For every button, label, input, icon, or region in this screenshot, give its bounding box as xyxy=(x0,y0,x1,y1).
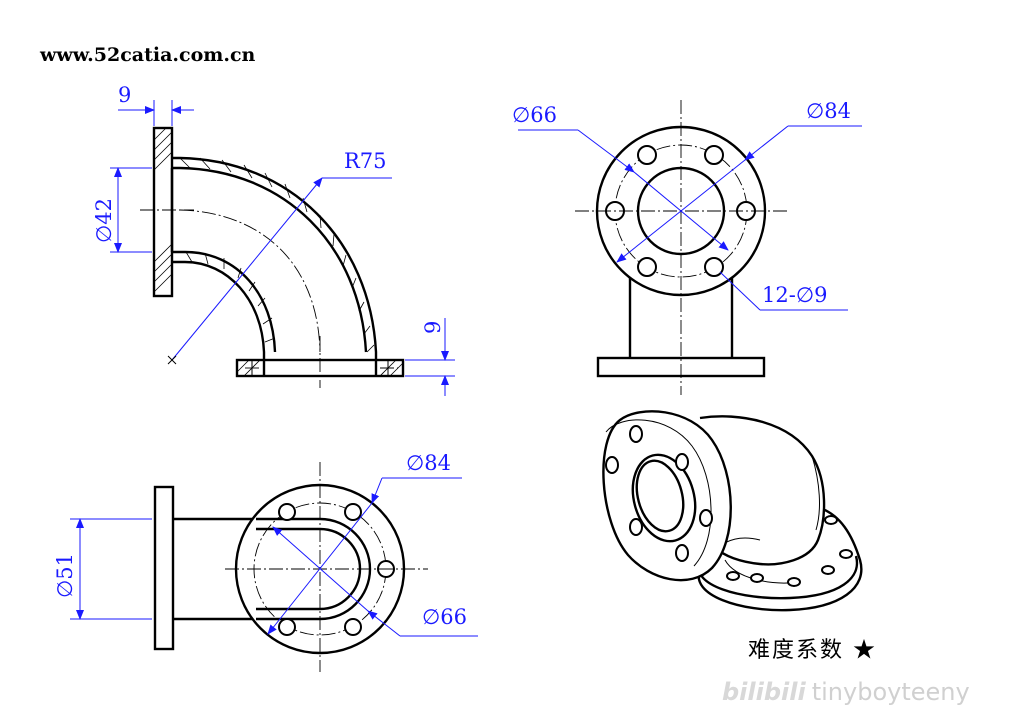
front-elbow-outer xyxy=(172,156,378,360)
front-elbow-inner xyxy=(172,260,266,360)
site-label: www.52catia.com.cn xyxy=(40,44,256,66)
dim-front-bore: ∅42 xyxy=(92,198,116,243)
top-flange-vertical xyxy=(153,485,175,651)
difficulty-label: 难度系数 xyxy=(748,638,845,663)
dim-side-flange-od: ∅84 xyxy=(806,99,851,123)
dim-side-pcd: ∅66 xyxy=(512,103,557,127)
front-view: 9 ∅42 R75 9 xyxy=(92,83,455,396)
difficulty-rating: 难度系数 ★ xyxy=(748,632,877,664)
isometric-view xyxy=(602,410,863,612)
side-view: ∅66 ∅84 12-∅9 xyxy=(512,99,862,395)
star-icon: ★ xyxy=(853,638,878,663)
dim-side-holes: 12-∅9 xyxy=(762,283,827,307)
dim-front-flange-thickness: 9 xyxy=(118,83,131,107)
front-flange-vertical xyxy=(152,126,174,298)
dim-top-flange-od: ∅84 xyxy=(406,451,451,475)
dim-top-pcd: ∅66 xyxy=(422,605,467,629)
top-view: ∅51 ∅84 ∅66 xyxy=(53,451,478,672)
bilibili-logo-icon: bilibili xyxy=(722,678,806,706)
dim-top-pipe: ∅51 xyxy=(53,553,77,598)
dim-front-base-thickness: 9 xyxy=(421,321,445,334)
dim-front-radius: R75 xyxy=(344,149,387,173)
watermark-handle: tinyboyteeny xyxy=(811,678,970,706)
